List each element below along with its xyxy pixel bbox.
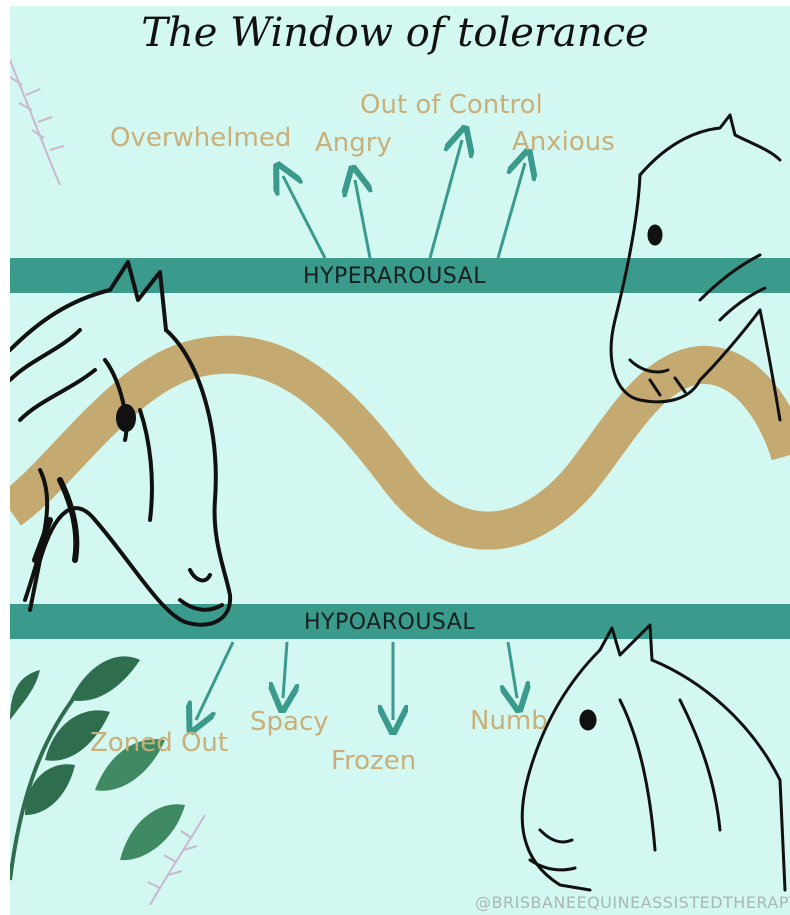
credit-handle: @BRISBANEEQUINEASSISTEDTHERAPY bbox=[475, 893, 790, 912]
arrow-numb bbox=[508, 642, 517, 698]
hyperarousal-label: HYPERAROUSAL bbox=[303, 264, 486, 289]
state-zoned-out: Zoned Out bbox=[90, 728, 228, 758]
hypoarousal-label: HYPOAROUSAL bbox=[304, 610, 475, 635]
state-anxious: Anxious bbox=[512, 127, 615, 157]
state-overwhelmed: Overwhelmed bbox=[110, 123, 291, 153]
arrow-angry bbox=[355, 180, 370, 258]
state-numb: Numb bbox=[470, 706, 548, 736]
leaf-icon bbox=[10, 656, 185, 880]
border-left bbox=[0, 0, 10, 915]
border-top bbox=[0, 0, 790, 6]
diagram-title: The Window of tolerance bbox=[0, 10, 790, 56]
arrow-out-of-control bbox=[430, 140, 462, 258]
arrow-zoned-out bbox=[196, 642, 233, 720]
state-frozen: Frozen bbox=[331, 746, 416, 776]
arrow-spacy bbox=[283, 642, 287, 698]
state-out-of-control: Out of Control bbox=[360, 90, 543, 120]
fern-top-left-icon bbox=[10, 60, 64, 185]
arrow-anxious bbox=[498, 163, 525, 258]
arrow-overwhelmed bbox=[283, 176, 325, 258]
tolerance-wave bbox=[10, 355, 790, 531]
horse-head-icon bbox=[522, 625, 785, 890]
horse-head-icon bbox=[10, 262, 230, 625]
state-angry: Angry bbox=[315, 128, 392, 158]
state-spacy: Spacy bbox=[250, 707, 329, 737]
